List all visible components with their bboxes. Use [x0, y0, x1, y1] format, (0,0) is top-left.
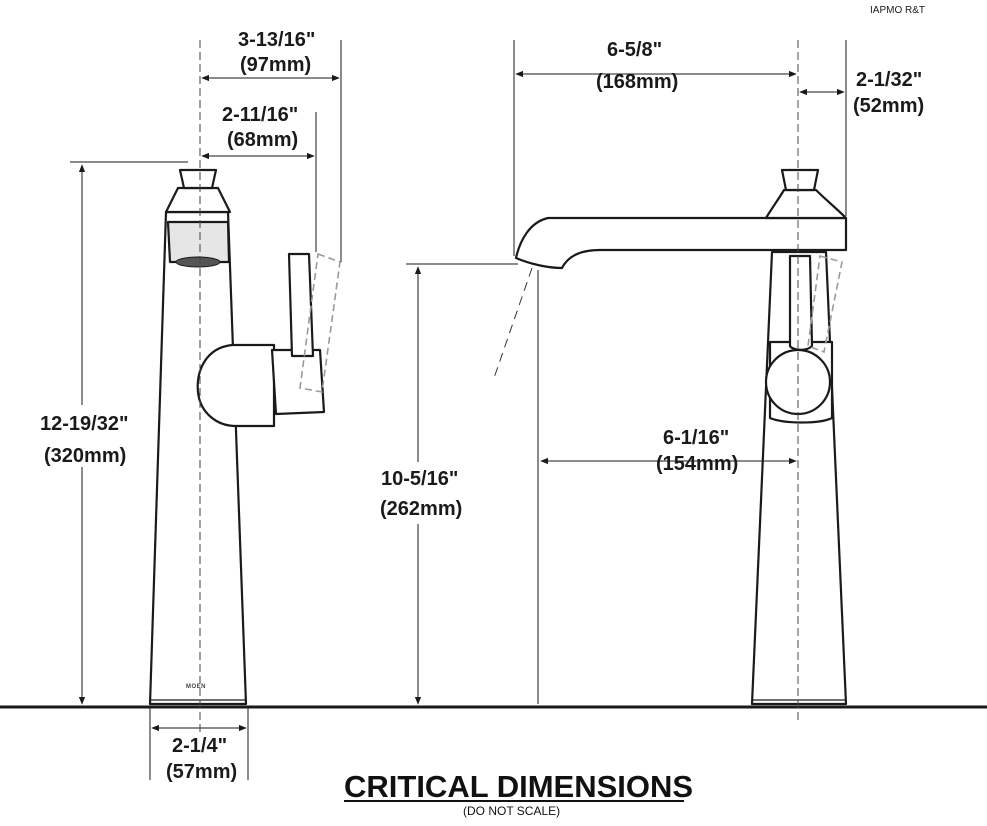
front-view-aerator — [175, 256, 221, 268]
drawing-subtitle: (DO NOT SCALE) — [463, 804, 560, 818]
dim-base-diameter-metric: (57mm) — [166, 761, 237, 783]
drawing-title: CRITICAL DIMENSIONS — [344, 769, 693, 804]
dim-rear-offset-metric: (52mm) — [853, 95, 924, 117]
front-view-handle-socket — [270, 348, 326, 416]
dim-rear-offset-imperial: 2-1/32" — [856, 69, 922, 91]
dim-overall-height-metric: (320mm) — [44, 445, 126, 467]
front-view-ghost-lever — [299, 252, 341, 393]
front-view-collar — [164, 186, 232, 214]
dim-spout-center-imperial: 6-1/16" — [663, 427, 729, 449]
dim-handle-reach-metric: (68mm) — [227, 129, 298, 151]
dim-lever-reach-imperial: 3-13/16" — [238, 29, 315, 51]
side-view-ghost-lever — [807, 254, 843, 354]
dim-spout-height-metric: (262mm) — [380, 498, 462, 520]
front-view-handle-lever — [287, 252, 315, 358]
front-view: MOEN — [148, 168, 341, 706]
dim-lever-reach-metric: (97mm) — [240, 54, 311, 76]
dim-spout-height-imperial: 10-5/16" — [381, 468, 458, 490]
dim-spout-reach-metric: (168mm) — [596, 71, 678, 93]
dim-overall-height-imperial: 12-19/32" — [40, 413, 128, 435]
certification-label: IAPMO R&T — [870, 5, 925, 16]
front-view-band — [166, 220, 231, 264]
front-view-handle-hub — [196, 343, 276, 428]
front-view-brand: MOEN — [186, 684, 206, 690]
side-view-knob — [780, 168, 820, 192]
front-view-body — [148, 210, 248, 706]
side-view — [493, 168, 848, 706]
dim-spout-center-metric: (154mm) — [656, 453, 738, 475]
dim-spout-reach-imperial: 6-5/8" — [607, 39, 662, 61]
side-view-spout — [514, 216, 848, 270]
side-view-water-stream — [493, 267, 533, 379]
front-view-knob — [178, 168, 218, 190]
dim-base-diameter-imperial: 2-1/4" — [172, 735, 227, 757]
dim-handle-reach-imperial: 2-11/16" — [222, 104, 298, 126]
side-view-handle-lever — [788, 254, 814, 351]
side-view-collar — [764, 188, 848, 220]
